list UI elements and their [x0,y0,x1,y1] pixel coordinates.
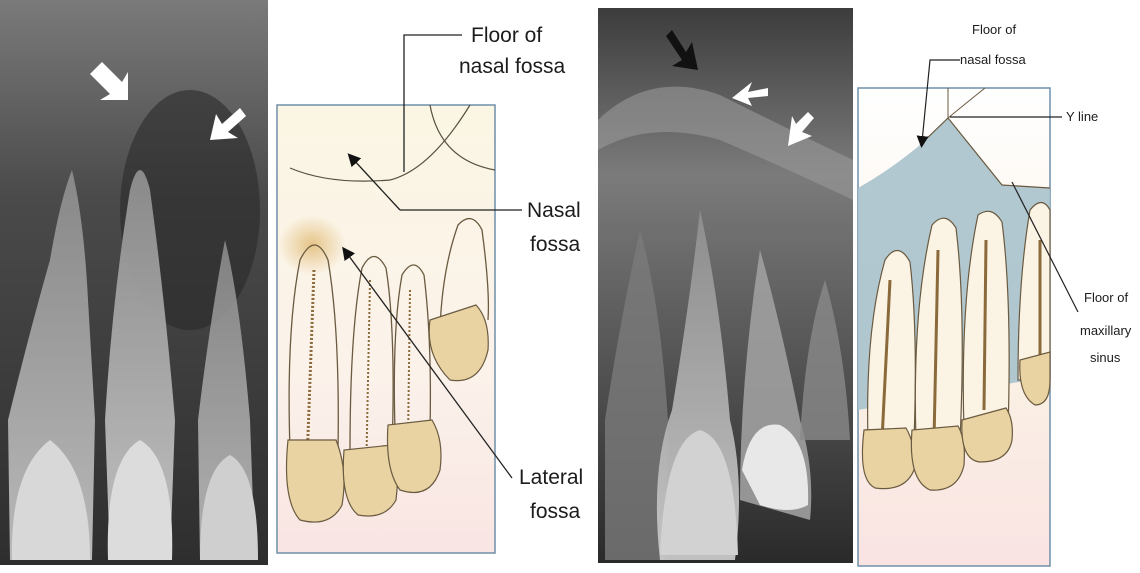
left-diagram [277,35,522,553]
label-nasal-fossa-2: fossa [530,233,581,256]
label-floor-nasal-fossa-r2: nasal fossa [960,52,1027,67]
right-radiograph [598,8,853,563]
label-floor-nasal-fossa-1: Floor of [471,24,542,47]
label-floor-max-sinus-1: Floor of [1084,290,1128,305]
label-floor-max-sinus-3: sinus [1090,350,1121,365]
right-diagram [858,60,1078,566]
label-lateral-fossa-1: Lateral [519,466,583,489]
label-floor-nasal-fossa-2: nasal fossa [459,55,566,78]
label-floor-max-sinus-2: maxillary [1080,323,1132,338]
label-y-line: Y line [1066,109,1098,124]
label-lateral-fossa-2: fossa [530,500,581,523]
label-nasal-fossa-1: Nasal [527,199,581,222]
left-radiograph [0,0,268,565]
label-floor-nasal-fossa-r1: Floor of [972,22,1016,37]
